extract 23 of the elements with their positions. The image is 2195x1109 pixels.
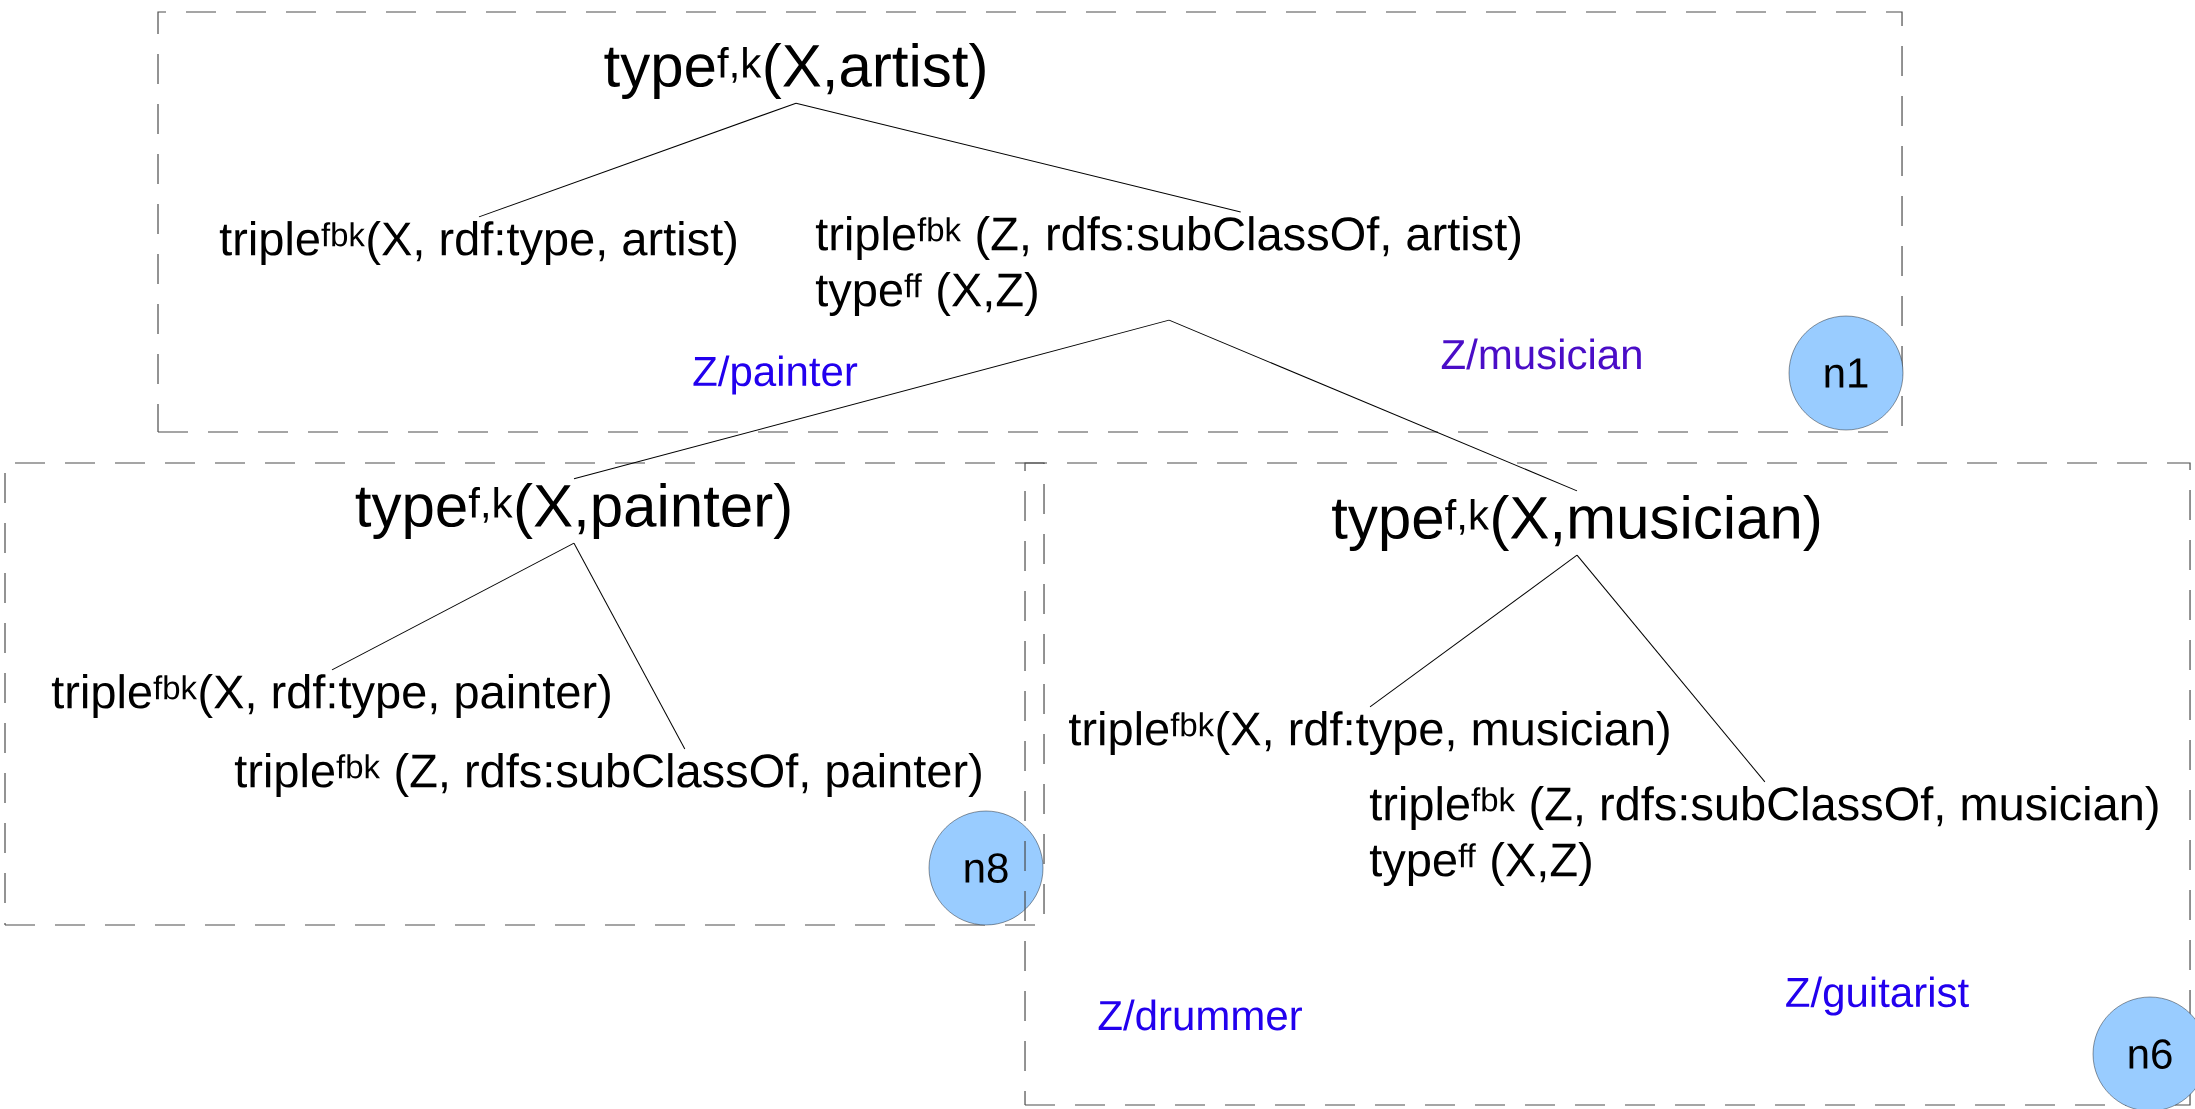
tree-line (573, 542, 686, 750)
formula-text: triple$^{fbk}$ (Z, rdfs:subClassOf, painter) (234, 753, 981, 797)
tree-line (795, 102, 1242, 213)
tree-line (1369, 554, 1578, 708)
tree-line (478, 102, 797, 218)
dashed-frame (4, 462, 1045, 926)
dashed-frame (157, 11, 1903, 433)
tree-line (573, 319, 1170, 480)
substitution-label: Z/guitarist (1786, 976, 1969, 1016)
formula-text: triple$^{fbk}$ (Z, rdfs:subClassOf, musician) type$^{ff}$ (X,Z) (1369, 786, 2158, 886)
edge-label: Z/painter (689, 352, 861, 398)
formula-text: triple$^{fbk}$(X, rdf:type, painter) (51, 674, 610, 718)
edge-label: Z/musician (1437, 335, 1647, 373)
formula-text: triple$^{fbk}$ (Z, rdfs:subClassOf, artist) type$^{ff}$ (X,Z) (815, 216, 1520, 316)
formula-heading: type$^{f,k}$(X,musician) (1332, 495, 1820, 551)
substitution-label: Z/drummer (1098, 999, 1302, 1031)
formula-text: triple$^{fbk}$(X, rdf:type, artist) (219, 221, 736, 265)
tree-line (331, 542, 575, 671)
tree-line (1168, 319, 1578, 492)
tree-line (1576, 554, 1766, 783)
formula-heading: type$^{f,k}$(X,artist) (604, 43, 985, 99)
formula-text: triple$^{fbk}$(X, rdf:type, musician) (1069, 711, 1669, 755)
formula-heading: type$^{f,k}$(X,painter) (355, 483, 790, 539)
